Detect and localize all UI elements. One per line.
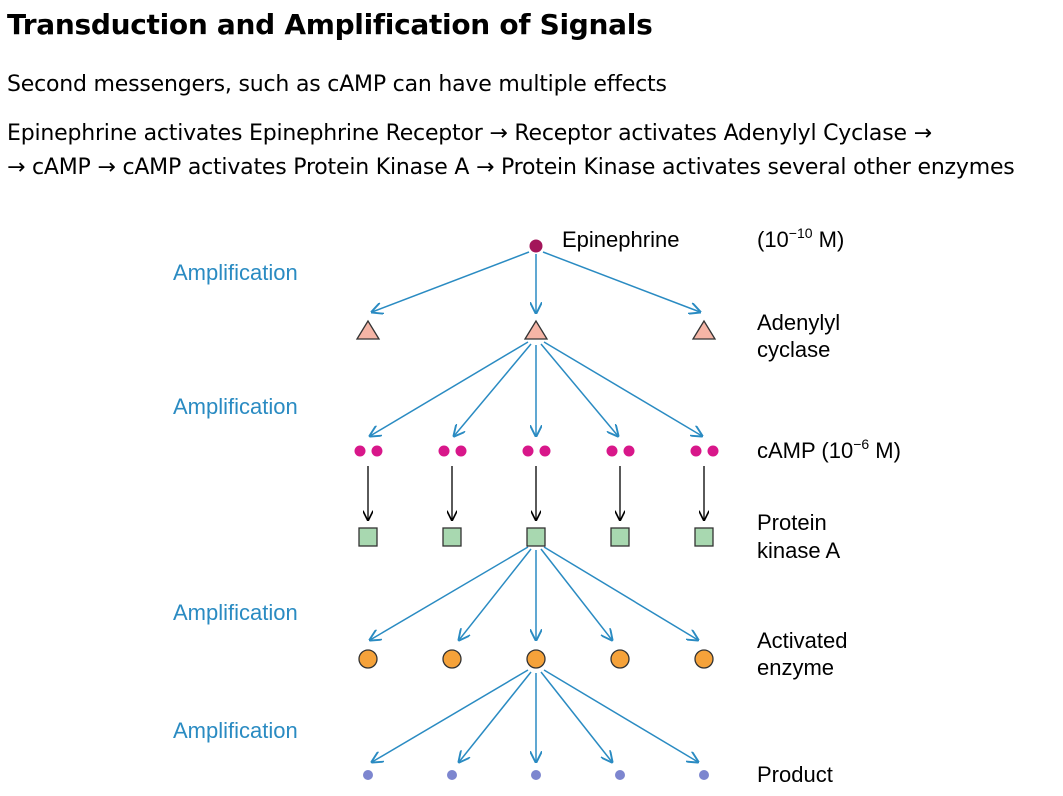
adenylyl-cyclase-label-line1: Adenylyl [757, 310, 840, 335]
adenylyl-cyclase-label-line2: cyclase [757, 337, 830, 362]
amplification-label-1: Amplification [173, 260, 298, 285]
activated-enzyme-5 [694, 649, 714, 669]
page-title: Transduction and Amplification of Signal… [7, 8, 653, 41]
camp-label: cAMP (10−6 M) [757, 436, 901, 463]
arrow-epi-to-ac-3 [542, 251, 700, 312]
arrow-ac-to-camp-5 [543, 341, 702, 436]
product-molecule-3 [531, 770, 541, 780]
arrow-ac-to-camp-2 [454, 343, 532, 436]
protein-kinase-a-4 [610, 527, 630, 547]
arrow-pka-to-enzyme-5 [543, 546, 698, 640]
camp-molecule [539, 445, 551, 457]
arrow-pka-to-enzyme-2 [459, 548, 532, 640]
arrow-epi-to-ac-1 [372, 251, 530, 312]
camp-molecule [438, 445, 450, 457]
amplification-label-4: Amplification [173, 718, 298, 743]
intro-text: Second messengers, such as cAMP can have… [7, 72, 667, 97]
camp-molecule [522, 445, 534, 457]
activated-enzyme-label-line1: Activated [757, 628, 848, 653]
arrow-enzyme-to-product-5 [543, 669, 698, 762]
protein-kinase-a-2 [442, 527, 462, 547]
camp-molecule [623, 445, 635, 457]
camp-molecule [690, 445, 702, 457]
camp-molecule [354, 445, 366, 457]
product-molecule-5 [699, 770, 709, 780]
adenylyl-cyclase-1 [355, 319, 381, 340]
activated-enzyme-2 [442, 649, 462, 669]
arrow-enzyme-to-product-1 [372, 669, 529, 762]
camp-molecule [606, 445, 618, 457]
protein-kinase-label-line2: kinase A [757, 538, 840, 563]
activated-enzyme-4 [610, 649, 630, 669]
epinephrine-label: Epinephrine [562, 227, 679, 252]
epinephrine-molecule [529, 239, 543, 253]
product-label: Product [757, 762, 833, 787]
amplification-label-3: Amplification [173, 600, 298, 625]
amplification-label-2: Amplification [173, 394, 298, 419]
protein-kinase-a-3 [526, 527, 546, 547]
protein-kinase-label-line1: Protein [757, 510, 827, 535]
pathway-text-line2: → cAMP → cAMP activates Protein Kinase A… [7, 155, 1015, 180]
product-molecule-1 [363, 770, 373, 780]
adenylyl-cyclase-3 [691, 319, 717, 340]
product-molecule-4 [615, 770, 625, 780]
epinephrine-concentration: (10−10 M) [757, 225, 844, 252]
arrow-ac-to-camp-1 [370, 341, 529, 436]
protein-kinase-a-5 [694, 527, 714, 547]
arrow-enzyme-to-product-2 [459, 671, 532, 762]
camp-molecule [707, 445, 719, 457]
arrow-enzyme-to-product-4 [540, 671, 612, 762]
protein-kinase-a-1 [358, 527, 378, 547]
adenylyl-cyclase-2 [523, 319, 549, 340]
product-molecule-2 [447, 770, 457, 780]
camp-molecule [371, 445, 383, 457]
camp-molecule [455, 445, 467, 457]
arrow-ac-to-camp-4 [540, 343, 618, 436]
arrow-pka-to-enzyme-4 [540, 548, 612, 640]
activated-enzyme-1 [358, 649, 378, 669]
pathway-text-line1: Epinephrine activates Epinephrine Recept… [7, 121, 932, 146]
arrow-pka-to-enzyme-1 [370, 546, 529, 640]
activated-enzyme-label-line2: enzyme [757, 655, 834, 680]
activated-enzyme-3 [526, 649, 546, 669]
